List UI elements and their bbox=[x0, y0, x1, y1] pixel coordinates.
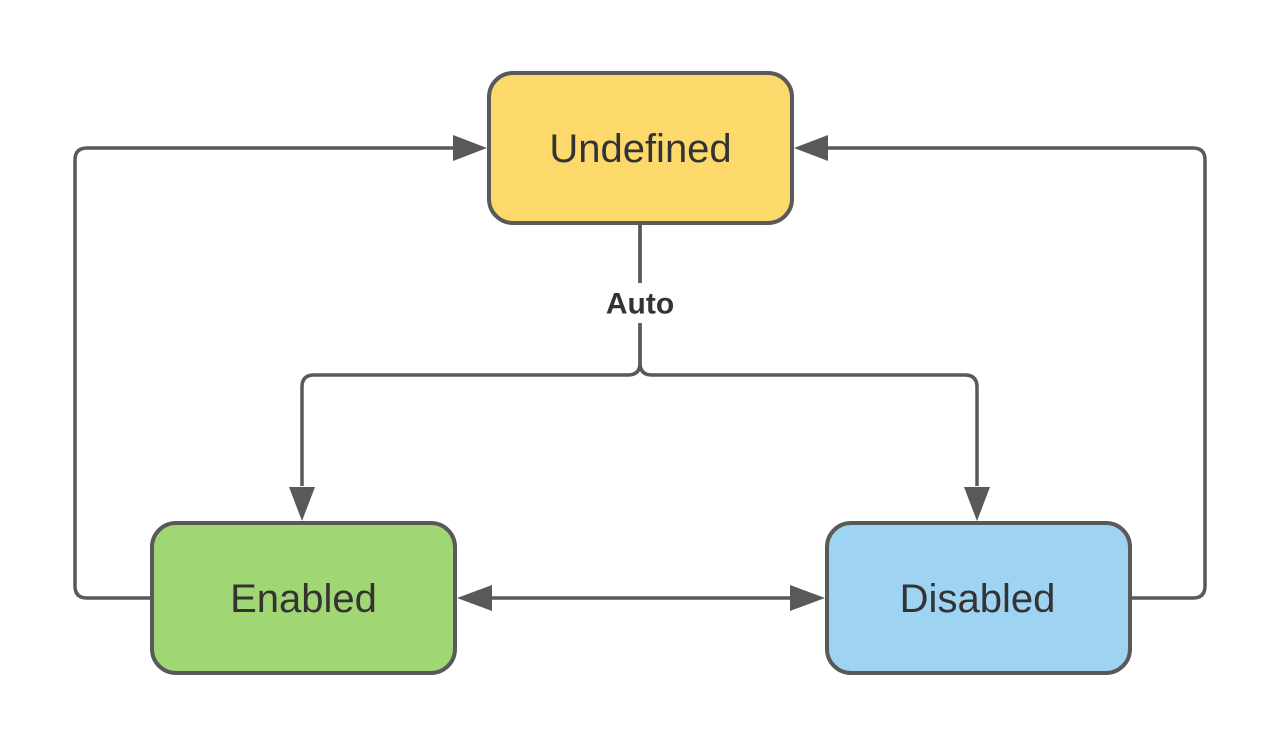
node-enabled: Enabled bbox=[150, 521, 457, 675]
edge-label-auto: Auto bbox=[606, 288, 674, 321]
arrowhead-into-disabled-top bbox=[964, 487, 990, 521]
edge-enabled-to-undefined bbox=[73, 146, 460, 600]
node-undefined-label: Undefined bbox=[549, 127, 731, 171]
edge-undefined-to-enabled bbox=[300, 225, 642, 486]
arrowhead-into-disabled-left bbox=[790, 585, 825, 611]
arrowhead-into-undefined-left bbox=[453, 135, 487, 161]
node-undefined: Undefined bbox=[487, 71, 794, 225]
edge-disabled-to-undefined bbox=[820, 146, 1207, 600]
arrowhead-into-undefined-right bbox=[794, 135, 828, 161]
edge-label-background bbox=[601, 283, 679, 323]
arrowhead-into-enabled-top bbox=[289, 487, 315, 521]
node-undefined-shape bbox=[487, 71, 794, 225]
arrowhead-into-enabled-right bbox=[457, 585, 492, 611]
node-enabled-shape bbox=[150, 521, 457, 675]
node-disabled-label: Disabled bbox=[900, 577, 1056, 621]
edge-undefined-to-disabled bbox=[638, 225, 979, 486]
node-disabled: Disabled bbox=[825, 521, 1132, 675]
node-disabled-shape bbox=[825, 521, 1132, 675]
node-enabled-label: Enabled bbox=[230, 577, 377, 621]
